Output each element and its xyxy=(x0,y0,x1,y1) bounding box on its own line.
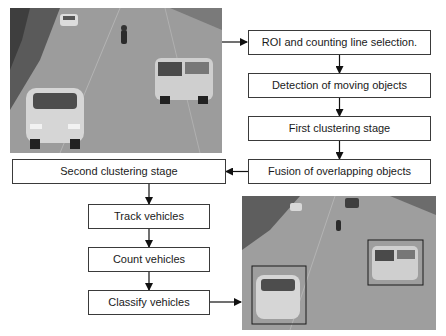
step-label: Second clustering stage xyxy=(60,165,177,178)
process-box: First clustering stage xyxy=(248,116,431,141)
step-label: ROI and counting line selection. xyxy=(262,36,417,49)
road-photo-input xyxy=(10,8,222,153)
step-label: First clustering stage xyxy=(289,122,390,135)
road-photo-output xyxy=(242,196,436,330)
flow-arrow xyxy=(148,272,149,290)
flow-arrow xyxy=(339,55,340,73)
process-box: Count vehicles xyxy=(88,247,210,272)
classify-to-photo-arrow xyxy=(210,301,241,302)
photo-to-roi-arrow xyxy=(222,41,247,42)
step-label: Classify vehicles xyxy=(108,296,189,309)
process-box: Fusion of overlapping objects xyxy=(248,159,431,184)
process-box: Track vehicles xyxy=(88,204,210,229)
process-box: Detection of moving objects xyxy=(248,73,431,98)
step-label: Detection of moving objects xyxy=(272,79,407,92)
flow-arrow xyxy=(339,98,340,116)
flow-arrow xyxy=(339,141,340,159)
step-label: Track vehicles xyxy=(114,210,184,223)
process-box: Second clustering stage xyxy=(12,159,226,184)
process-box: Classify vehicles xyxy=(88,290,210,315)
step-label: Count vehicles xyxy=(113,253,185,266)
step-label: Fusion of overlapping objects xyxy=(268,165,411,178)
process-box: ROI and counting line selection. xyxy=(248,30,431,55)
flow-arrow xyxy=(148,229,149,247)
flow-arrow xyxy=(148,184,149,204)
flow-arrow xyxy=(226,171,248,172)
